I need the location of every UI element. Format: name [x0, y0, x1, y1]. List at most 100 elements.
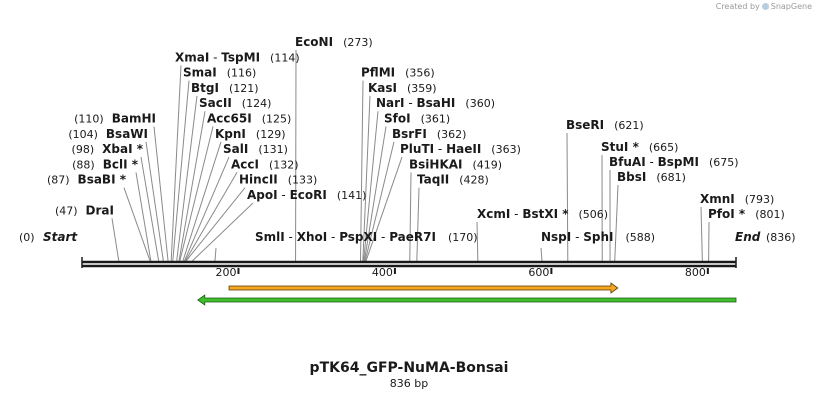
- enzyme-name: BsaWI: [106, 127, 148, 141]
- enzyme-label-pfoi: PfoI *(801): [708, 207, 785, 221]
- leader-acci: [184, 172, 238, 262]
- enzyme-separator: -: [278, 188, 290, 202]
- enzyme-name: ApoI: [247, 188, 278, 202]
- enzyme-label-bsabi: (87) BsaBI *: [47, 173, 127, 187]
- leader-pluti: [365, 156, 403, 262]
- leader-hincii: [185, 187, 246, 262]
- leader-pflmi: [359, 80, 364, 262]
- start-position: (0): [19, 231, 35, 244]
- enzyme-position: (588): [625, 231, 655, 244]
- enzyme-position: (124): [242, 97, 272, 110]
- enzyme-name: AccI: [231, 157, 259, 171]
- enzyme-name: SphI: [583, 230, 613, 244]
- enzyme-label-bsrfi: BsrFI(362): [392, 127, 466, 141]
- enzyme-position: (88): [72, 158, 95, 171]
- enzyme-name: Acc65I: [207, 112, 252, 126]
- enzyme-name: BsaBI *: [78, 173, 127, 187]
- enzyme-labels: EcoNI(273)XmaI - TspMI(114)SmaI(116)BtgI…: [47, 35, 785, 244]
- enzyme-label-taqii: TaqII(428): [417, 173, 489, 187]
- ruler-tick-label: 600: [528, 266, 549, 279]
- enzyme-label-bbsi: BbsI (681): [617, 170, 686, 184]
- enzyme-name: KasI: [368, 81, 397, 95]
- enzyme-position: (362): [437, 128, 467, 141]
- enzyme-position: (87): [47, 174, 70, 187]
- enzyme-separator: -: [646, 155, 658, 169]
- leader-bsrfi: [364, 141, 395, 262]
- leader-far-left: [153, 126, 169, 262]
- enzyme-position: (419): [473, 158, 503, 171]
- enzyme-label-bfuai: BfuAI - BspMI(675): [609, 155, 739, 169]
- enzyme-name: NarI: [376, 96, 405, 110]
- leader-right: [614, 184, 619, 262]
- enzyme-name: XhoI: [297, 230, 328, 244]
- enzyme-name: StuI *: [601, 140, 640, 154]
- enzyme-name: BsiHKAI: [409, 157, 463, 171]
- enzyme-position: (428): [459, 174, 489, 187]
- ruler-tick-label: 800: [685, 266, 706, 279]
- enzyme-name: BstXI *: [522, 207, 569, 221]
- leader-far-left: [145, 141, 164, 262]
- enzyme-label-btgi: BtgI(121): [191, 81, 259, 95]
- enzyme-label-smai: SmaI(116): [183, 66, 256, 80]
- enzyme-name: EcoNI: [295, 35, 333, 49]
- enzyme-position: (793): [745, 193, 775, 206]
- enzyme-separator: -: [571, 230, 583, 244]
- enzyme-position: (356): [405, 67, 435, 80]
- enzyme-name: XcmI: [477, 207, 510, 221]
- enzyme-name: PflMI: [361, 66, 395, 80]
- enzyme-label-pflmi: PflMI (356): [361, 66, 435, 80]
- enzyme-position: (360): [465, 97, 495, 110]
- enzyme-label-sfoi: SfoI(361): [384, 112, 450, 126]
- enzyme-position: (361): [421, 113, 451, 126]
- enzyme-label-bsawi: (104)BsaWI: [68, 127, 148, 141]
- enzyme-position: (363): [491, 143, 521, 156]
- enzyme-position: (125): [262, 113, 292, 126]
- enzyme-name: BamHI: [112, 112, 156, 126]
- enzyme-position: (170): [448, 231, 478, 244]
- enzyme-position: (110): [74, 113, 104, 126]
- leader-right: [566, 132, 569, 262]
- enzyme-position: (665): [649, 141, 679, 154]
- enzyme-label-sali: SalI(131): [223, 142, 288, 156]
- leader-smli: [214, 247, 217, 262]
- leader-apoi: [191, 202, 254, 262]
- enzyme-name: PfoI *: [708, 207, 746, 221]
- enzyme-name: BbsI: [617, 170, 646, 184]
- enzyme-name: BsaHI: [417, 96, 456, 110]
- enzyme-name: NspI: [541, 230, 571, 244]
- enzyme-separator: -: [377, 230, 389, 244]
- ruler-tick-label: 400: [372, 266, 393, 279]
- enzyme-name: SacII: [199, 96, 232, 110]
- enzyme-name: EcoRI: [290, 188, 327, 202]
- enzyme-label-bcli: (88)BclI *: [72, 157, 139, 171]
- enzyme-position: (506): [579, 208, 609, 221]
- enzyme-label-xbai: (98)XbaI *: [72, 142, 144, 156]
- enzyme-label-bsihkai: BsiHKAI (419): [409, 157, 502, 171]
- leader-smai: [172, 80, 190, 262]
- enzyme-name: TspMI: [221, 50, 260, 64]
- enzyme-label-bamhi: (110) BamHI: [74, 112, 156, 126]
- enzyme-name: XmaI: [175, 50, 209, 64]
- leader-sfoi: [363, 126, 387, 262]
- enzyme-name: XmnI: [700, 192, 735, 206]
- enzyme-separator: -: [209, 50, 221, 64]
- enzyme-position: (359): [407, 82, 437, 95]
- feature-orange-arrow[interactable]: [228, 282, 619, 294]
- enzyme-label-kpni: KpnI(129): [215, 127, 286, 141]
- enzyme-label-kasi: KasI (359): [368, 81, 437, 95]
- start-label: Start: [43, 230, 78, 244]
- enzyme-separator: -: [510, 207, 522, 221]
- leader-nari: [363, 111, 379, 262]
- enzyme-position: (273): [343, 36, 373, 49]
- enzyme-name: HincII: [239, 173, 278, 187]
- plasmid-name: pTK64_GFP-NuMA-Bonsai: [309, 360, 509, 376]
- feature-green-arrow[interactable]: [197, 294, 737, 306]
- enzyme-position: (141): [337, 189, 367, 202]
- enzyme-label-sacii: SacII (124): [199, 96, 271, 110]
- plasmid-size: 836 bp: [389, 377, 429, 390]
- enzyme-position: (681): [656, 171, 686, 184]
- enzyme-name: BfuAI: [609, 155, 646, 169]
- leader-right: [476, 221, 479, 262]
